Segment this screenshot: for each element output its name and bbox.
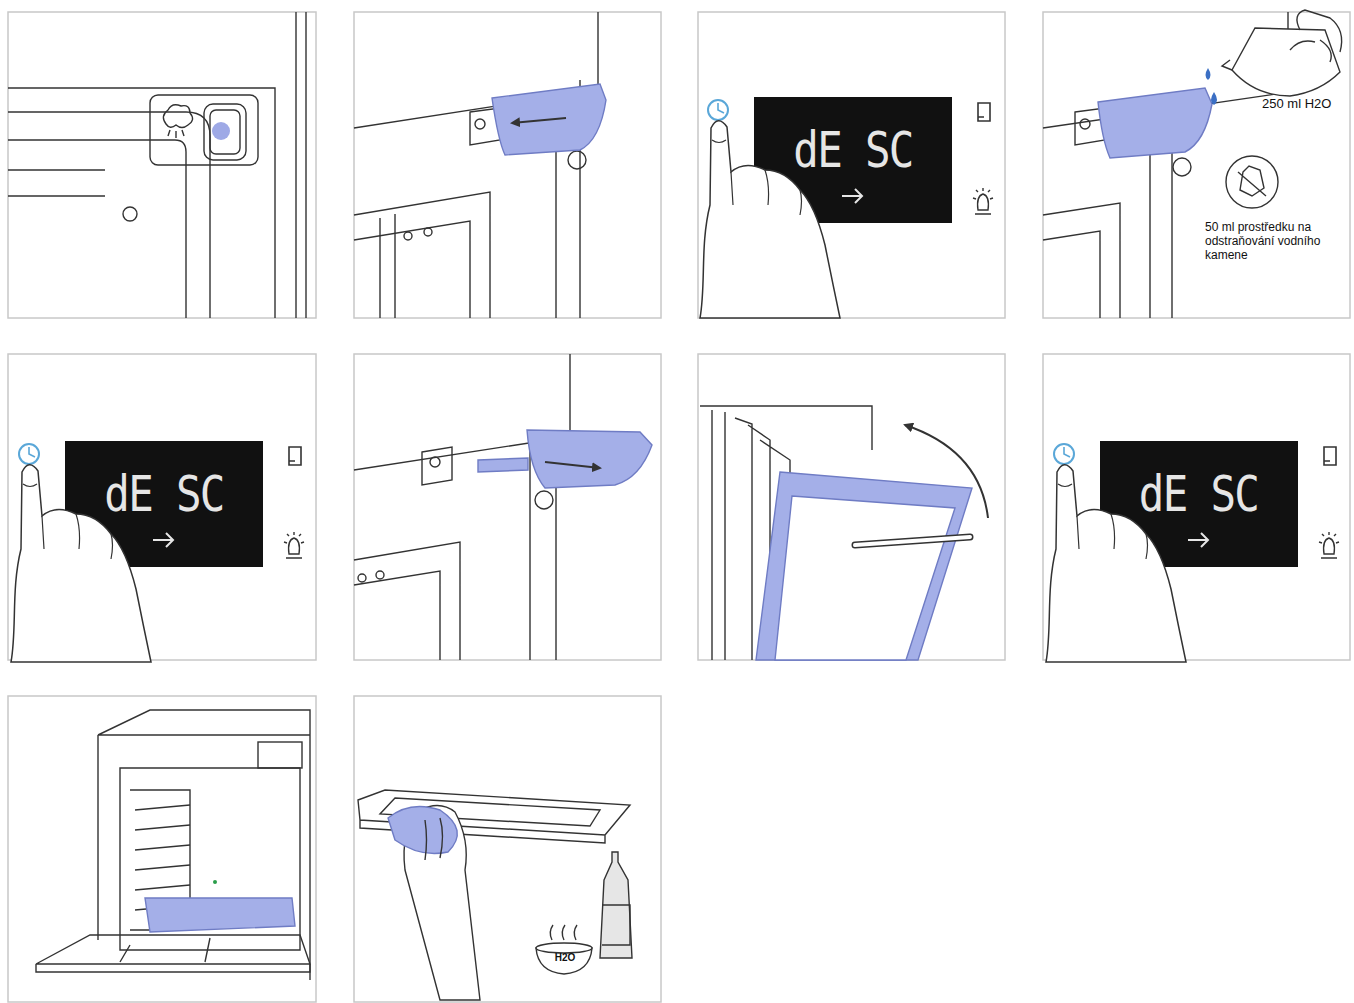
fill-tank-panel-path	[1290, 10, 1342, 62]
insert-tank-panel-path	[354, 192, 490, 318]
use	[700, 97, 993, 318]
steam-button-panel-path	[8, 170, 105, 196]
panel-frames-rect	[8, 696, 316, 1002]
close-door-panel-path	[700, 406, 872, 450]
remove-tank-panel-path	[478, 458, 528, 472]
fill-tank-panel	[1043, 10, 1342, 318]
steam-button-panel-rect	[150, 95, 258, 165]
display-panel: dE SC	[1100, 441, 1297, 549]
remove-tank-panel-path	[354, 542, 460, 660]
remove-tank-panel-circle	[430, 457, 440, 467]
note-label: H2O	[552, 952, 578, 964]
insert-tank-panel-circle	[404, 232, 412, 240]
use	[1046, 441, 1339, 662]
insert-tank-panel-circle	[475, 119, 485, 129]
panel-frames-rect	[354, 12, 661, 318]
panel-frames	[8, 12, 1350, 1002]
panel-frames-rect	[1043, 12, 1350, 318]
display-readout: dE SC	[769, 97, 937, 175]
oven-cavity-panel-path	[120, 938, 210, 962]
steam-button-panel-circle	[212, 122, 230, 140]
oven-cavity-panel-path	[36, 935, 310, 972]
steam-button-panel-path	[8, 88, 275, 318]
wash-tray-panel-path	[602, 905, 630, 945]
fill-tank-panel-circle	[1173, 158, 1191, 176]
insert-tank-panel-path	[492, 84, 606, 155]
remove-tank-panel-circle	[535, 491, 553, 509]
steam-button-panel-path	[8, 112, 210, 318]
use	[11, 441, 304, 662]
note-label: 50 ml prostředku na odstraňování vodního…	[1205, 221, 1333, 262]
steam-button-panel-path	[296, 12, 306, 318]
close-door-panel-path	[775, 496, 955, 660]
fill-tank-panel-path	[1150, 150, 1172, 318]
close-door-panel-path	[712, 410, 725, 660]
remove-tank-panel-path	[545, 462, 600, 468]
panel-frames-rect	[8, 12, 316, 318]
insert-tank-panel-circle	[424, 228, 432, 236]
steam-button-panel-rect	[204, 104, 246, 160]
oven-cavity-panel-path	[120, 768, 300, 950]
display-panel: dE SC	[65, 441, 263, 549]
wash-tray-panel-ellipse	[536, 943, 592, 953]
display-panel: dE SC	[754, 97, 952, 205]
fill-tank-panel-path	[1232, 28, 1340, 96]
insert-tank-panel	[354, 12, 606, 318]
fill-tank-panel-path	[1206, 68, 1211, 80]
steam-button-panel-circle	[123, 207, 137, 221]
oven-cavity-panel-circle	[213, 880, 217, 884]
wash-tray-panel-path	[388, 806, 457, 853]
close-door-panel-path	[905, 425, 988, 518]
panel-frames-rect	[698, 12, 1005, 318]
close-door-panel-path	[855, 537, 970, 545]
fill-tank-panel-path	[1043, 203, 1120, 318]
fill-tank-panel-circle	[1226, 156, 1278, 208]
fill-tank-panel-path	[1238, 166, 1266, 196]
fill-tank-panel-circle	[1080, 119, 1090, 129]
wash-tray-panel-path	[600, 852, 632, 958]
remove-tank-panel-circle	[376, 571, 384, 579]
insert-tank-panel-path	[512, 118, 566, 123]
panel-frames-rect	[698, 354, 1005, 660]
display-readout: dE SC	[1115, 441, 1282, 519]
display-readout: dE SC	[80, 441, 248, 519]
close-door-panel-path	[855, 537, 970, 545]
remove-tank-panel-circle	[358, 574, 366, 582]
steam-button-panel-path	[168, 130, 184, 138]
wash-tray-panel-path	[425, 818, 443, 860]
oven-cavity-panel-path	[98, 710, 310, 980]
steam-button-panel	[8, 12, 306, 318]
remove-tank-panel	[354, 354, 652, 660]
remove-tank-panel-path	[422, 447, 452, 485]
insert-tank-panel-circle	[568, 151, 586, 169]
steam-button-panel-path	[163, 105, 192, 128]
steam-button-panel-rect	[210, 110, 240, 154]
insert-tank-panel-path	[380, 214, 395, 318]
panel-frames-rect	[354, 696, 661, 1002]
remove-tank-panel-path	[527, 430, 652, 488]
panel-frames-rect	[354, 354, 661, 660]
note-label: 250 ml H2O	[1262, 97, 1344, 112]
fill-tank-panel-path	[1222, 60, 1232, 70]
fill-tank-panel-path	[1211, 92, 1217, 105]
close-door-panel-path	[756, 472, 972, 660]
fill-tank-panel-path	[1098, 88, 1212, 158]
oven-cavity-panel	[36, 710, 310, 980]
steam-button-panel-path	[8, 140, 186, 318]
close-door-panel	[700, 406, 988, 660]
wash-tray-panel	[358, 790, 632, 1000]
oven-cavity-panel-rect	[258, 742, 302, 768]
oven-cavity-panel-path	[145, 898, 295, 932]
oven-cavity-panel-path	[135, 805, 190, 910]
wash-tray-panel-path	[550, 925, 577, 940]
